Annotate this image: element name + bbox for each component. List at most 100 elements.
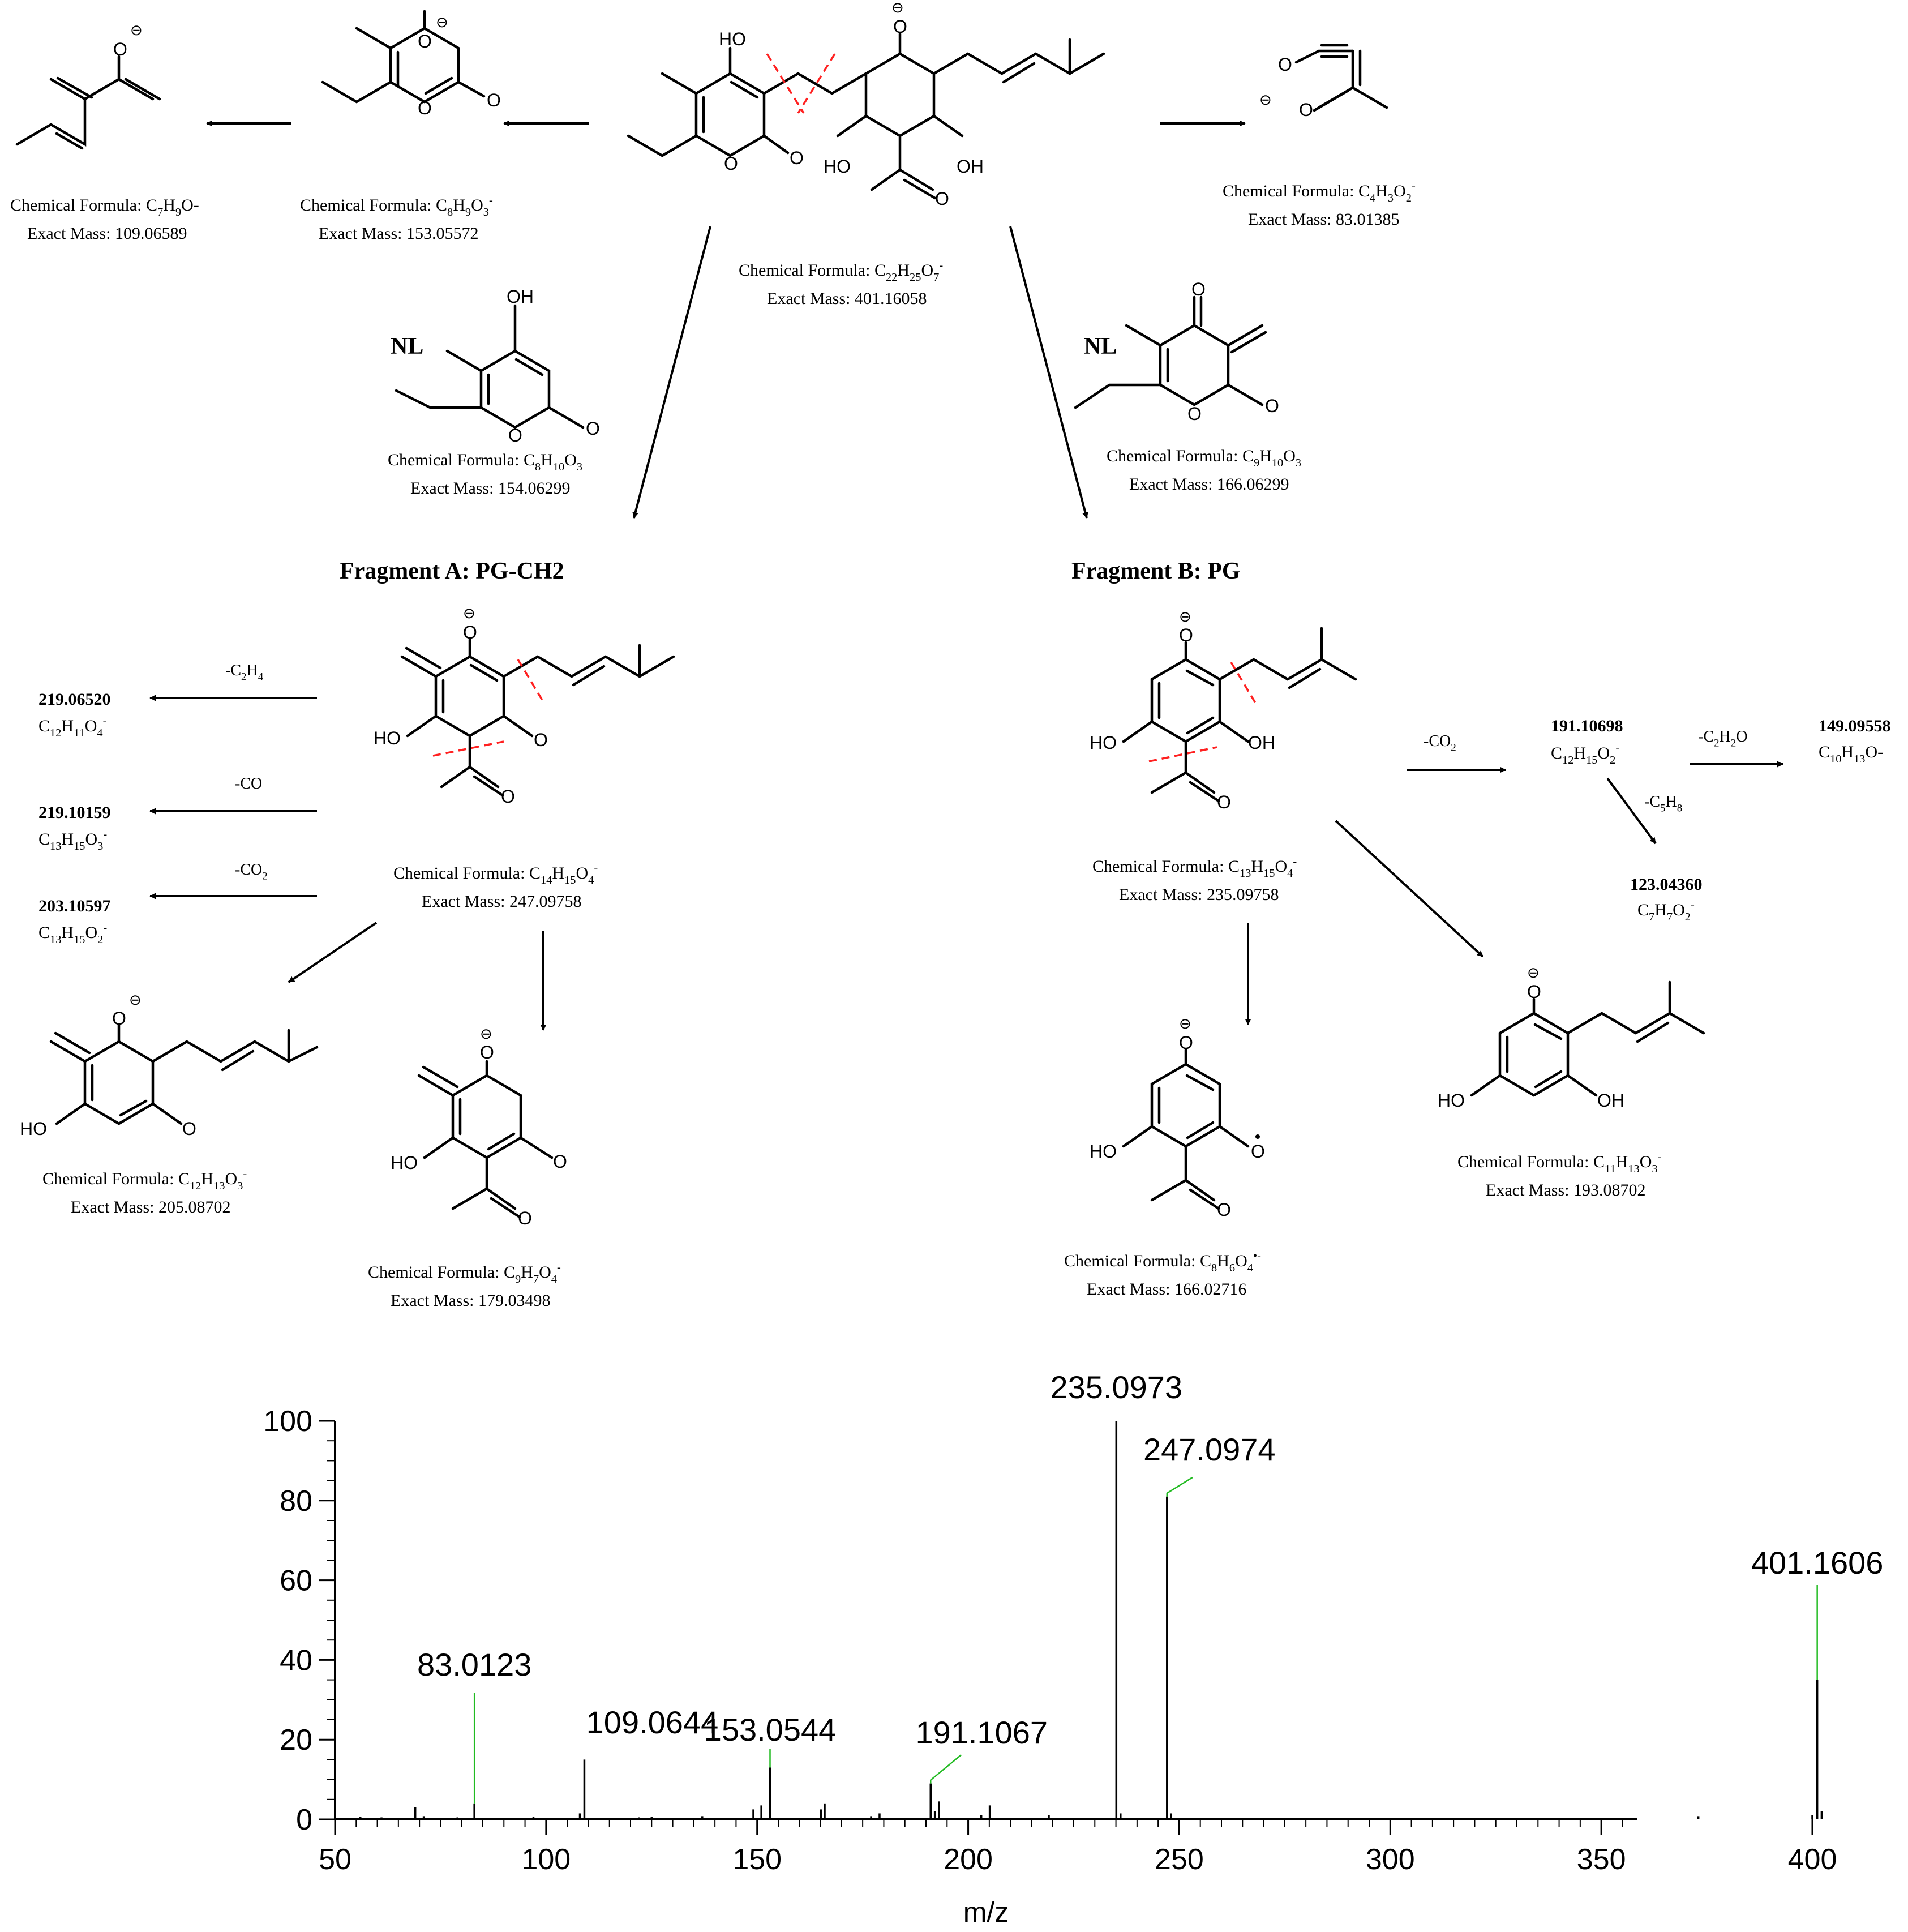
p166-acetyl-o: O	[1217, 1200, 1231, 1220]
nl-right-ring-o: O	[1187, 404, 1202, 424]
x-tick-label: 300	[1366, 1843, 1415, 1876]
loss-a-co-label: -CO	[235, 775, 262, 792]
parent-charge: ⊖	[891, 0, 904, 16]
product-193: O ⊖ HO OH Chemical Formula: C11H13O3- Ex…	[1438, 964, 1705, 1200]
frag-b-formula: Chemical Formula: C13H15O4-	[1092, 855, 1297, 880]
frag-a-cut-2	[432, 740, 504, 757]
p153-mass: Exact Mass: 153.05572	[319, 224, 478, 243]
loss-a-c2h4-label: -C2H4	[225, 662, 264, 683]
loss-b-c2h2o-mz: 149.09558	[1819, 717, 1891, 735]
x-tick-label: 100	[521, 1843, 571, 1876]
p153-carbonyl-o: O	[487, 90, 501, 110]
loss-b-c2h2o-label: -C2H2O	[1698, 728, 1747, 749]
y-tick-label: 100	[263, 1405, 312, 1438]
fragment-a-title: Fragment A: PG-CH2	[340, 558, 564, 584]
parent-carbonyl-o: O	[790, 148, 804, 168]
p153-charge: ⊖	[436, 14, 448, 31]
parent-oh-label: HO	[719, 29, 746, 49]
frag-a-formula: Chemical Formula: C14H15O4-	[393, 862, 598, 886]
parent-phloroglucinol-bonds	[830, 32, 1105, 200]
x-tick-label: 150	[732, 1843, 782, 1876]
frag-a-mass: Exact Mass: 247.09758	[422, 892, 581, 911]
peak-leader-line	[930, 1754, 962, 1784]
x-tick-label: 400	[1788, 1843, 1837, 1876]
p166-formula: Chemical Formula: C8H6O4•-	[1064, 1250, 1261, 1274]
parent-cleavage-mark-1	[766, 53, 805, 114]
frag-a-ketone-o: O	[534, 730, 548, 750]
p109-formula: Chemical Formula: C7H9O-	[10, 196, 199, 219]
parent-cleavage-mark-2	[797, 53, 836, 114]
frag-b-oh: OH	[1248, 732, 1275, 753]
p193-mass: Exact Mass: 193.08702	[1486, 1181, 1645, 1200]
arrow-b-c5h8	[1606, 777, 1657, 845]
product-109: O ⊖ Chemical Formula: C7H9O- Exact Mass:…	[10, 22, 199, 243]
frag-b-o: O	[1179, 625, 1193, 645]
nl-label-right: NL	[1084, 333, 1117, 359]
peak-label: 401.1606	[1751, 1545, 1884, 1580]
parent-structure: HO O O O ⊖ HO OH O Chemical Formula: C22…	[627, 0, 1105, 308]
loss-a-c2h4-mz: 219.06520	[38, 690, 111, 709]
loss-b-c5h8-formula: C7H7O2-	[1637, 899, 1695, 923]
fragment-b-title: Fragment B: PG	[1071, 558, 1241, 584]
frag-b-acetyl-o: O	[1217, 792, 1231, 812]
product-205: O ⊖ HO O Chemical Formula: C12H13O3- Exa…	[20, 991, 319, 1216]
spectrum-peaks	[359, 1421, 1823, 1819]
p179-ho: HO	[391, 1153, 418, 1173]
product-179: O ⊖ HO O O Chemical Formula: C9H7O4- Exa…	[368, 1025, 567, 1310]
p166-o: O	[1179, 1033, 1193, 1053]
nl-right-ketone-o: O	[1191, 279, 1206, 299]
loss-a-co2-formula: C13H15O2-	[38, 922, 107, 946]
frag-b-cut-2	[1148, 746, 1217, 762]
y-tick-label: 20	[280, 1724, 312, 1757]
x-tick-label: 250	[1155, 1843, 1204, 1876]
p179-o: O	[480, 1042, 494, 1063]
fragment-b-structure: O ⊖ HO OH O Chemical Formula: C13H15O4- …	[1090, 608, 1357, 904]
p193-formula: Chemical Formula: C11H13O3-	[1457, 1151, 1662, 1175]
peak-label: 153.0544	[704, 1712, 837, 1747]
p205-ho: HO	[20, 1119, 47, 1139]
nl-right-formula: Chemical Formula: C9H10O3	[1107, 447, 1301, 469]
loss-a-co2-label: -CO2	[235, 861, 268, 882]
parent-mass: Exact Mass: 401.16058	[767, 289, 927, 308]
p83-enolate-o: O	[1278, 54, 1292, 75]
y-tick-label: 60	[280, 1565, 312, 1597]
frag-a-acetyl-o: O	[501, 786, 515, 807]
peak-label: 83.0123	[417, 1647, 531, 1682]
nl-right-carbonyl-o: O	[1265, 396, 1279, 416]
loss-b-co2-mz: 191.10698	[1551, 717, 1623, 735]
nl-left-formula: Chemical Formula: C8H10O3	[388, 451, 582, 473]
arrow-to-fragment-b	[1009, 226, 1088, 519]
product-83: O O O ⊖ Chemical Formula: C4H3O2- Exact …	[1223, 44, 1416, 229]
loss-b-c5h8-label: -C5H8	[1644, 793, 1682, 814]
p153-ring-o: O	[418, 98, 432, 118]
p205-ketone-o: O	[182, 1119, 196, 1139]
arrow-a-to-205	[288, 922, 378, 983]
nl-left-ring-o: O	[508, 425, 522, 445]
nl-right-mass: Exact Mass: 166.06299	[1129, 475, 1289, 494]
p179-mass: Exact Mass: 179.03498	[391, 1291, 550, 1310]
nl-left-oh: OH	[507, 286, 534, 307]
loss-a-co-mz: 219.10159	[38, 803, 111, 822]
p193-charge: ⊖	[1527, 964, 1540, 981]
loss-a-co-formula: C13H15O3-	[38, 828, 107, 853]
p193-o: O	[1527, 982, 1541, 1002]
p83-formula: Chemical Formula: C4H3O2-	[1223, 180, 1416, 204]
y-tick-label: 40	[280, 1644, 312, 1677]
loss-b-c5h8-mz: 123.04360	[1630, 875, 1703, 894]
p153-o: O	[418, 31, 432, 52]
p109-mass: Exact Mass: 109.06589	[27, 224, 187, 243]
x-tick-label: 200	[944, 1843, 993, 1876]
loss-a-c2h4-formula: C12H11O4-	[38, 715, 107, 739]
p153-formula: Chemical Formula: C8H9O3-	[300, 194, 493, 219]
p179-ketone-o: O	[553, 1151, 567, 1172]
peak-label: 247.0974	[1143, 1432, 1276, 1467]
peak-label: 235.0973	[1051, 1369, 1183, 1405]
x-axis-label: m/z	[963, 1896, 1009, 1928]
p109-o: O	[113, 39, 127, 59]
p83-carbonyl-o: O	[1299, 100, 1313, 120]
p109-charge: ⊖	[130, 22, 143, 38]
